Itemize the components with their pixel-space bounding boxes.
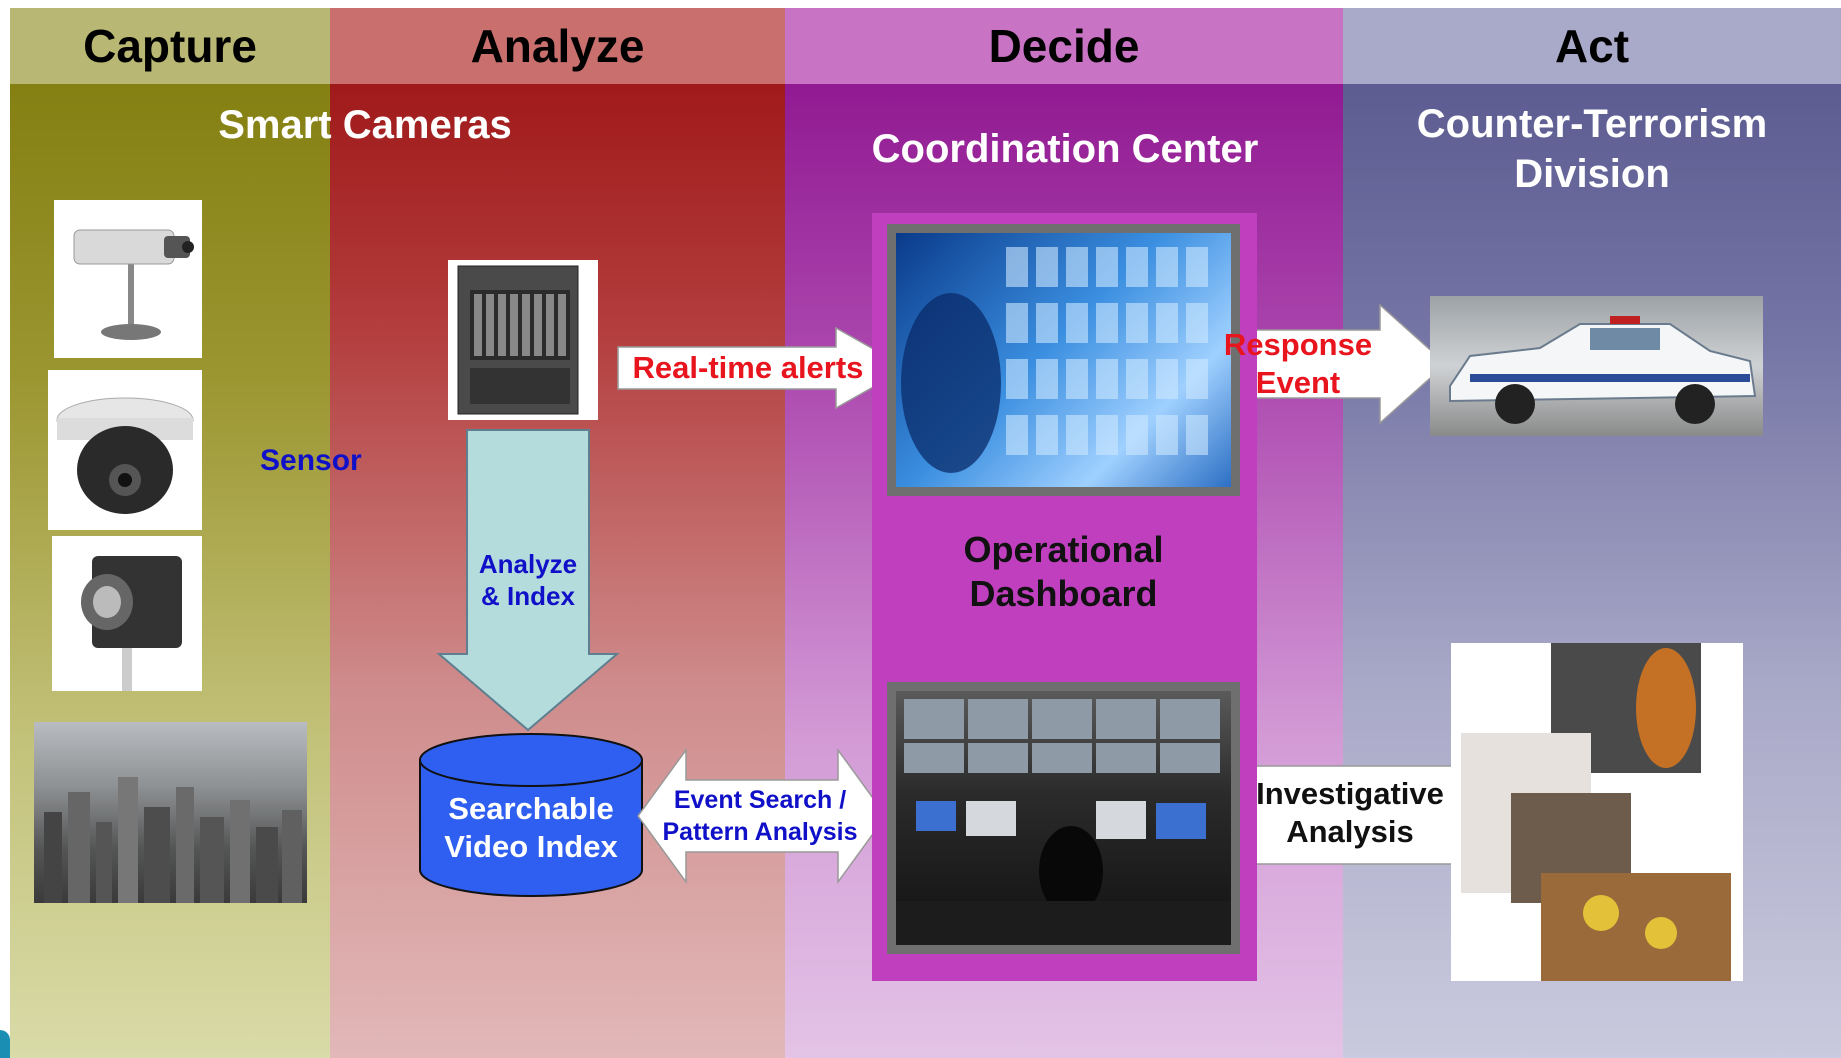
- investigation-collage-photo: [1451, 643, 1743, 981]
- corner-logo-fragment: [0, 1030, 10, 1058]
- dome-camera-photo: [48, 370, 202, 530]
- event-search-line2: Pattern Analysis: [662, 818, 858, 846]
- video-wall-frame: [887, 224, 1240, 496]
- server-rack-photo: [448, 260, 598, 420]
- operational-dashboard-line1: Operational: [963, 529, 1164, 570]
- header-analyze: Analyze: [330, 8, 785, 84]
- investigative-analysis-line2: Analysis: [1286, 814, 1414, 849]
- investigative-analysis-box: [1225, 765, 1475, 865]
- response-event-line1: Response: [1223, 327, 1373, 362]
- analyze-index-line1: Analyze: [478, 549, 578, 579]
- video-index-line1: Searchable: [448, 791, 614, 826]
- bullet-camera-photo: [52, 536, 202, 691]
- video-wall-photo: [896, 233, 1231, 487]
- coordination-center-title: Coordination Center: [871, 127, 1259, 171]
- response-event-line2: Event: [1255, 365, 1341, 400]
- counter-terrorism-line2: Division: [1514, 152, 1670, 196]
- city-skyline-photo: [34, 722, 307, 903]
- video-index-database: [419, 733, 643, 897]
- analyze-index-label: Analyze & Index: [440, 548, 616, 612]
- operational-dashboard-line2: Dashboard: [969, 573, 1158, 614]
- smart-cameras-title: Smart Cameras: [218, 103, 512, 147]
- realtime-alerts-arrow: [617, 326, 909, 410]
- event-search-line1: Event Search /: [673, 786, 847, 814]
- video-index-label: Searchable Video Index: [420, 790, 642, 866]
- header-capture: Capture: [10, 8, 330, 84]
- analyze-index-arrow: [436, 429, 620, 732]
- analyze-index-line2: & Index: [481, 581, 575, 611]
- counter-terrorism-title: Counter-Terrorism Division: [1343, 99, 1841, 199]
- investigative-analysis-label: Investigative Analysis: [1226, 775, 1474, 851]
- header-act: Act: [1343, 8, 1841, 84]
- event-search-label: Event Search / Pattern Analysis: [650, 784, 870, 848]
- sensor-label: Sensor: [260, 444, 362, 477]
- box-camera-photo: [54, 200, 202, 358]
- control-room-photo: [896, 691, 1231, 945]
- police-car-photo: [1430, 296, 1763, 436]
- counter-terrorism-line1: Counter-Terrorism: [1416, 102, 1768, 146]
- investigative-analysis-line1: Investigative: [1256, 776, 1444, 811]
- realtime-alerts-label: Real-time alerts: [632, 350, 864, 385]
- operational-dashboard-label: Operational Dashboard: [887, 528, 1240, 616]
- header-decide: Decide: [785, 8, 1343, 84]
- response-event-label: Response Event: [1193, 326, 1403, 402]
- control-room-frame: [887, 682, 1240, 954]
- video-index-line2: Video Index: [444, 829, 618, 864]
